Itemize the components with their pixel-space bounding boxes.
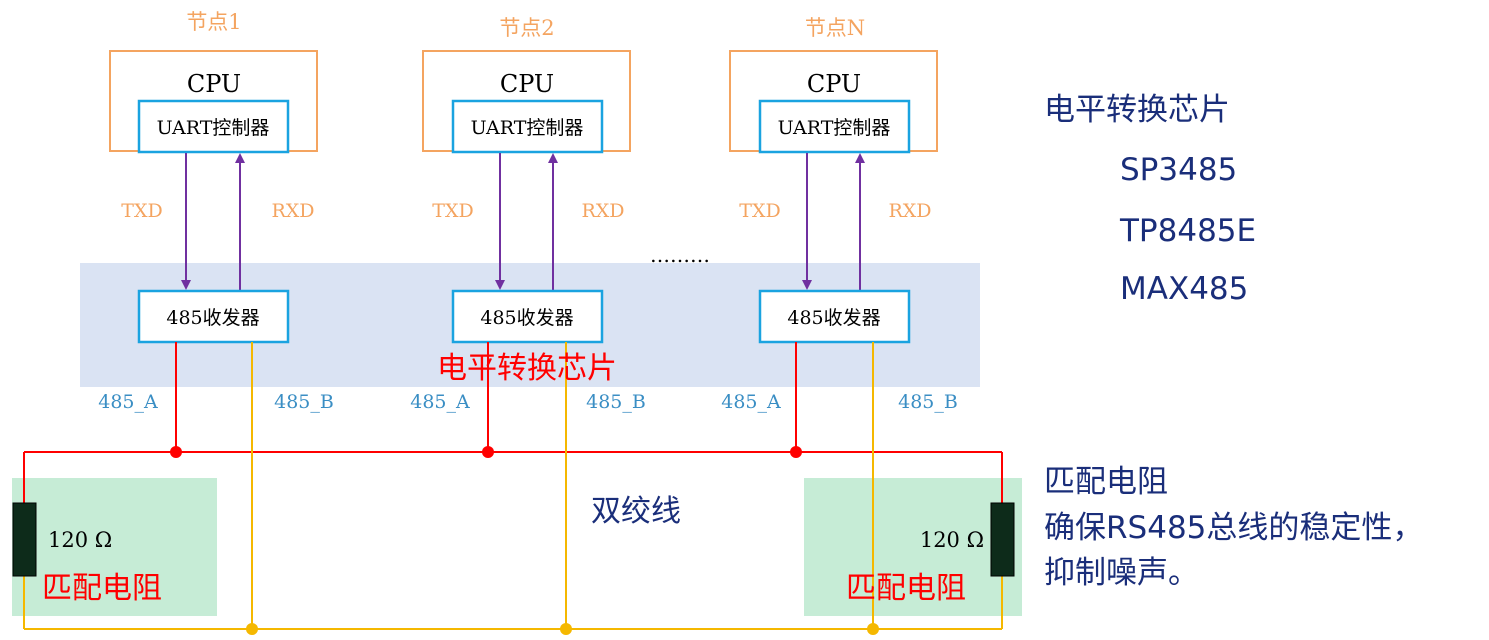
txd-label: TXD	[739, 200, 780, 222]
a-label: 485_A	[721, 391, 781, 413]
b-label: 485_B	[586, 391, 646, 413]
node-1: 节点1 CPU UART控制器 TXD RXD 485收发器 485_A 485…	[98, 10, 334, 635]
chip-item: MAX485	[1120, 271, 1248, 307]
rxd-label: RXD	[271, 200, 314, 222]
a-label: 485_A	[98, 391, 158, 413]
rxd-label: RXD	[581, 200, 624, 222]
left-resistor-value: 120 Ω	[48, 528, 112, 552]
chip-item: SP3485	[1120, 152, 1237, 188]
right-resistor	[990, 502, 1015, 577]
resistor-desc-line: 抑制噪声。	[1044, 555, 1199, 591]
a-junction	[790, 446, 802, 458]
rxd-label: RXD	[888, 200, 931, 222]
a-junction	[482, 446, 494, 458]
more-nodes-ellipsis: ………	[650, 243, 710, 267]
uart-controller-box	[451, 99, 604, 154]
transceiver-box	[137, 289, 290, 344]
cpu-label: CPU	[187, 70, 241, 98]
uart-label: UART控制器	[157, 117, 270, 139]
uart-controller-box	[137, 99, 290, 154]
chip-item: TP8485E	[1119, 213, 1256, 249]
node-n: 节点N CPU UART控制器 TXD RXD 485收发器 485_A 485…	[721, 16, 958, 635]
node-title: 节点2	[499, 16, 554, 40]
left-resistor-label: 匹配电阻	[42, 571, 162, 606]
b-junction	[560, 623, 572, 635]
transceiver-label: 485收发器	[166, 307, 259, 329]
twisted-pair-label: 双绞线	[591, 494, 681, 529]
bus-b-line	[23, 576, 1003, 630]
transceiver-label: 485收发器	[480, 307, 573, 329]
bus-a-line	[23, 451, 1003, 503]
resistor-title: 匹配电阻	[1044, 464, 1168, 500]
cpu-label: CPU	[500, 70, 554, 98]
txd-label: TXD	[432, 200, 473, 222]
uart-label: UART控制器	[471, 117, 584, 139]
node-2: 节点2 CPU UART控制器 TXD RXD 485收发器 485_A 485…	[410, 16, 646, 635]
side-panel: 电平转换芯片 SP3485 TP8485E MAX485 匹配电阻 确保RS48…	[1044, 92, 1423, 591]
chip-title: 电平转换芯片	[1044, 92, 1230, 128]
right-resistor-value: 120 Ω	[920, 528, 984, 552]
node-title: 节点1	[186, 10, 241, 34]
b-junction	[867, 623, 879, 635]
resistor-desc-line: 确保RS485总线的稳定性，	[1044, 510, 1423, 546]
transceiver-box	[451, 289, 604, 344]
transceiver-label: 485收发器	[787, 307, 880, 329]
b-label: 485_B	[274, 391, 334, 413]
level-shift-label: 电平转换芯片	[437, 351, 617, 386]
left-resistor	[12, 502, 37, 577]
transceiver-box	[758, 289, 911, 344]
left-resistor-panel	[12, 478, 217, 616]
txd-label: TXD	[121, 200, 162, 222]
cpu-label: CPU	[807, 70, 861, 98]
node-title: 节点N	[805, 16, 865, 40]
b-label: 485_B	[898, 391, 958, 413]
a-label: 485_A	[410, 391, 470, 413]
a-junction	[170, 446, 182, 458]
b-junction	[246, 623, 258, 635]
uart-controller-box	[758, 99, 911, 154]
uart-label: UART控制器	[778, 117, 891, 139]
right-resistor-panel	[804, 478, 1022, 616]
right-resistor-label: 匹配电阻	[846, 571, 966, 606]
